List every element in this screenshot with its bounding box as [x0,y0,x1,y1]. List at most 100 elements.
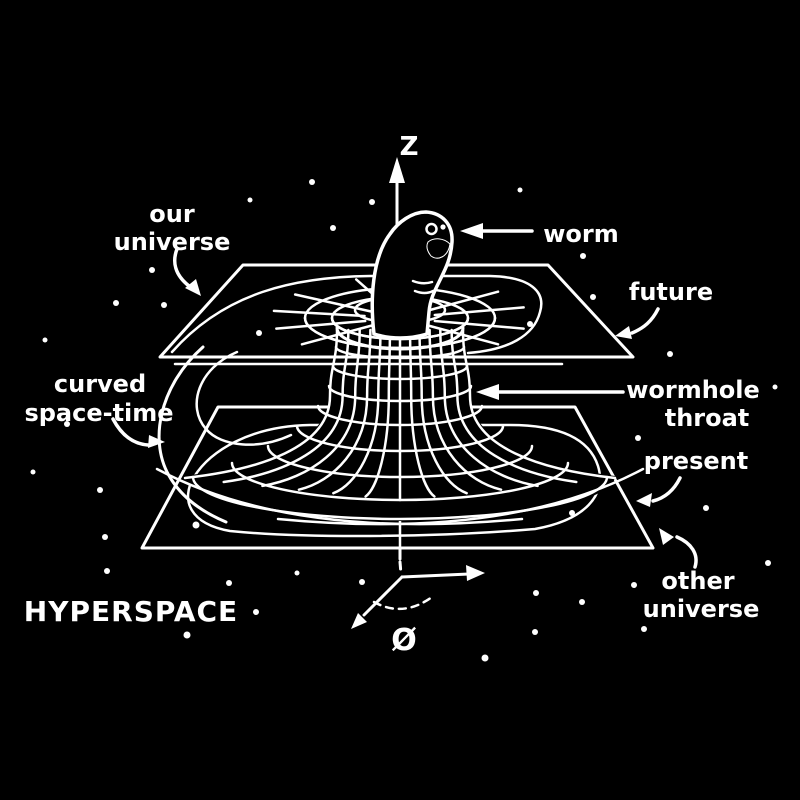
star-dot [667,351,673,357]
funnel-grid-line [364,328,392,498]
hole-front-rim [303,316,497,351]
star-dot [226,580,232,586]
star-field [30,179,778,662]
curved-spacetime-label-line2: space-time [24,399,173,427]
our-universe-label-line2: universe [114,228,231,256]
funnel-grid-line [418,328,468,495]
star-dot [359,579,365,585]
star-dot [533,590,539,596]
star-dot [247,197,253,203]
star-dot [631,582,637,588]
our-universe-arrow [173,247,191,288]
radial-spoke-line [272,309,366,318]
funnel-grid-line [332,328,382,495]
star-dot [641,626,647,632]
worm-segment-line [411,279,434,285]
radial-spoke-line [293,293,372,313]
flare-sweep-right [276,467,645,526]
phi-axis-label: Ø [391,623,417,658]
star-dot [294,570,300,576]
other-universe-label-line1: other [661,567,734,595]
star-dot [104,568,110,574]
axis-left-line [362,575,404,617]
worm-arrowhead-icon [460,223,483,239]
future-arrow [630,307,660,335]
text-labels: our universe worm future curved space-ti… [24,200,760,628]
axis-right-arrowhead-icon [466,565,485,581]
wormhole-throat-arrowhead-icon [476,384,499,400]
star-dot [161,302,167,308]
star-dot [703,505,709,511]
flare-sweep-left [155,467,524,526]
worm-mouth [426,238,451,259]
worm-label: worm [543,220,619,248]
star-dot [253,609,259,615]
curved-spacetime-label-line1: curved [54,370,146,398]
present-arrowhead-icon [636,493,652,507]
star-dot [192,521,200,529]
fold-inner-loop [195,350,293,446]
radial-spoke-line [426,290,500,312]
funnel-ring-line [316,404,484,427]
star-dot [113,300,119,306]
axis-right-line [400,572,471,579]
present-label: present [644,447,748,475]
star-dot [765,560,771,566]
radial-spoke-line [433,319,525,330]
funnel-ring-line [230,461,570,502]
worm-eye-left [425,222,438,236]
curved-spacetime-arrow [111,417,150,447]
z-axis-arrowhead-icon [389,157,405,183]
z-axis-label: Z [400,132,419,162]
star-dot [256,330,262,336]
star-dot [772,384,778,390]
worm-segment-line [413,289,435,295]
star-dot [590,294,596,300]
star-dot [330,225,336,231]
other-universe-arrow [675,535,698,569]
star-dot [569,510,575,516]
star-dot [517,187,523,193]
star-dot [64,421,70,427]
other-universe-arrowhead-icon [659,528,674,545]
funnel-ring-line [266,444,534,479]
angle-arc [372,595,434,611]
star-dot [102,534,108,540]
fold-outer-curve [157,345,228,524]
star-dot [30,469,36,475]
present-arrow [651,476,682,503]
star-dot [183,631,191,639]
radial-spoke-line [275,319,367,330]
wormhole-throat-label-line1: wormhole [626,376,760,404]
axis-left-arrowhead-icon [351,613,367,629]
funnel-ring-line [191,475,609,521]
upper-plane-outline [158,263,635,359]
front-ring-middle [330,316,470,341]
worm-eye-right [440,224,446,230]
funnel-grid-line [408,328,436,498]
star-dot [309,179,315,185]
lower-plane-outline [140,405,655,550]
radial-spoke-line [300,324,374,346]
star-dot [369,199,375,205]
upper-plane [158,263,635,366]
star-dot [481,654,489,662]
annotation-arrows [111,223,698,569]
hole-rim [335,326,465,351]
star-dot [532,629,538,635]
other-universe-label-line2: universe [643,595,760,623]
funnel-ring-line [295,424,505,453]
star-dot [579,599,585,605]
hyperspace-label: HYPERSPACE [24,595,238,628]
upper-plane-rounded-grid [170,274,543,355]
our-universe-arrowhead-icon [185,279,201,296]
angular-axis: Ø [351,560,485,658]
radial-spoke-line [426,324,500,346]
star-dot [580,253,586,259]
future-label: future [629,278,713,306]
future-arrowhead-icon [615,326,632,339]
star-dot [42,337,48,343]
funnel-ring-line [327,384,473,403]
radial-spoke-line [433,306,525,317]
